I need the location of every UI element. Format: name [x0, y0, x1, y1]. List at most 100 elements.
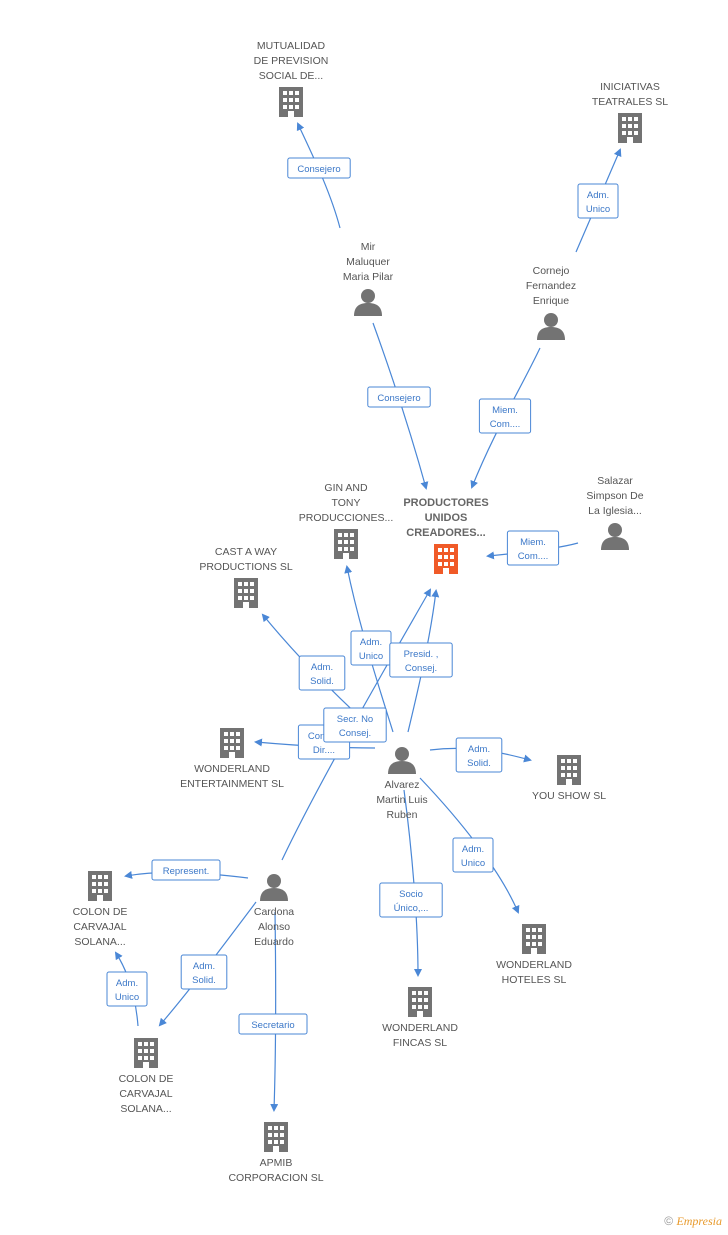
node-gin[interactable]: GIN ANDTONYPRODUCCIONES...	[299, 482, 394, 559]
edge-label-alvarez-to-gin[interactable]: Adm.Unico	[350, 630, 392, 666]
edge-label-box	[151, 859, 221, 881]
edge-label-box	[367, 386, 431, 408]
edge-label-text: Adm.	[468, 744, 490, 755]
node-label-line: YOU SHOW SL	[532, 790, 606, 802]
node-label-line: Alonso	[258, 921, 290, 933]
node-label-line: Alvarez	[384, 779, 419, 791]
footer-brand[interactable]: © Empresia	[664, 1214, 722, 1229]
edge-label-box	[478, 398, 532, 434]
person-icon	[388, 747, 416, 774]
edge-label-text: Adm.	[311, 662, 333, 673]
building-icon	[234, 578, 258, 608]
edge-label-cardona-to-colon2[interactable]: Adm.Solid.	[180, 954, 228, 990]
edge-label-box	[379, 882, 443, 918]
node-colon1[interactable]: COLON DECARVAJALSOLANA...	[73, 871, 128, 948]
edge-label-text: Represent.	[163, 866, 209, 877]
edge-label-cornejo-to-productores[interactable]: Miem.Com....	[478, 398, 532, 434]
node-label-line: INICIATIVAS	[600, 81, 660, 93]
node-youshow[interactable]: YOU SHOW SL	[532, 755, 606, 802]
edge-label-text: Miem.	[492, 405, 518, 416]
edge-label-alvarez-to-castaway[interactable]: Adm. Solid.	[298, 655, 346, 691]
building-icon	[88, 871, 112, 901]
edge-label-text: Presid. ,	[404, 649, 439, 660]
edge-label-box	[577, 183, 619, 219]
edge-label-cardona-to-apmib[interactable]: Secretario	[238, 1013, 308, 1035]
edge-label-colon2-to-colon1[interactable]: Adm.Unico	[106, 971, 148, 1007]
node-label-line: UNIDOS	[425, 512, 468, 524]
edge-label-text: Unico	[586, 204, 610, 215]
node-label-line: DE PREVISION	[254, 55, 329, 67]
edge-label-text: Unico	[461, 858, 485, 869]
edge-label-alvarez-to-productores[interactable]: Presid. ,Consej.	[389, 642, 453, 678]
edge-label-text: Adm.	[193, 961, 215, 972]
edge-label-mir-to-mutualidad[interactable]: Consejero	[287, 157, 351, 179]
node-label-line: Enrique	[533, 295, 569, 307]
building-icon	[279, 87, 303, 117]
node-label-line: CORPORACION SL	[228, 1172, 323, 1184]
edge-label-salazar-to-productores[interactable]: Miem.Com....	[506, 530, 560, 566]
node-label-line: PRODUCTIONS SL	[199, 561, 293, 573]
person-icon	[354, 289, 382, 316]
building-icon	[334, 529, 358, 559]
node-label-line: ENTERTAINMENT SL	[180, 778, 284, 790]
edge-label-text: Adm.	[462, 844, 484, 855]
edge-label-box	[455, 737, 503, 773]
node-label-line: PRODUCTORES	[403, 497, 488, 509]
edge-label-cardona-to-colon1[interactable]: Represent.	[151, 859, 221, 881]
node-productores[interactable]: PRODUCTORESUNIDOSCREADORES...	[403, 497, 489, 574]
edge-label-alvarez-to-wonderland_fincas[interactable]: SocioÚnico,...	[379, 882, 443, 918]
node-label-line: GIN AND	[324, 482, 368, 494]
node-label-line: Cornejo	[533, 265, 570, 277]
node-label-line: CARVAJAL	[73, 921, 126, 933]
node-label-line: Mir	[361, 241, 376, 253]
node-label-line: Ruben	[387, 809, 418, 821]
node-iniciativas[interactable]: INICIATIVAS TEATRALES SL	[592, 81, 668, 143]
copyright-symbol: ©	[664, 1214, 674, 1228]
edge-label-box	[180, 954, 228, 990]
node-label-line: COLON DE	[73, 906, 128, 918]
person-icon	[601, 523, 629, 550]
node-label-line: Maluquer	[346, 256, 390, 268]
node-label-line: WONDERLAND	[194, 763, 270, 775]
node-wonderland_ent[interactable]: WONDERLAND ENTERTAINMENT SL	[180, 728, 284, 790]
edge-label-text: Socio	[399, 889, 423, 900]
node-label-line: MUTUALIDAD	[257, 40, 326, 52]
edge-label-mir-to-productores[interactable]: Consejero	[367, 386, 431, 408]
building-icon	[220, 728, 244, 758]
edge-label-alvarez-to-wonderland_hoteles[interactable]: Adm. Unico	[452, 837, 494, 873]
node-label-line: TONY	[332, 497, 361, 509]
node-label-line: Salazar	[597, 475, 633, 487]
edge-label-cornejo-to-iniciativas[interactable]: Adm.Unico	[577, 183, 619, 219]
person-icon	[537, 313, 565, 340]
node-label-line: Maria Pilar	[343, 271, 394, 283]
node-label-line: Fernandez	[526, 280, 576, 292]
edge-label-box	[287, 157, 351, 179]
node-colon2[interactable]: COLON DECARVAJALSOLANA...	[119, 1038, 174, 1115]
edge-label-box	[389, 642, 453, 678]
node-label-line: TEATRALES SL	[592, 96, 668, 108]
edge-label-text: Secretario	[251, 1020, 294, 1031]
building-icon	[134, 1038, 158, 1068]
node-label-line: WONDERLAND	[382, 1022, 458, 1034]
edge-label-alvarez-to-youshow[interactable]: Adm.Solid.	[455, 737, 503, 773]
node-label-line: HOTELES SL	[502, 974, 567, 986]
edge-labels-layer: ConsejeroAdm.UnicoConsejeroMiem.Com....M…	[106, 157, 619, 1035]
edge-label-text: Consejero	[297, 164, 340, 175]
edge-label-box	[506, 530, 560, 566]
edge-label-text: Adm.	[116, 978, 138, 989]
node-label-line: Eduardo	[254, 936, 294, 948]
edge-label-text: Solid.	[310, 676, 334, 687]
building-icon	[408, 987, 432, 1017]
edge-label-box	[238, 1013, 308, 1035]
